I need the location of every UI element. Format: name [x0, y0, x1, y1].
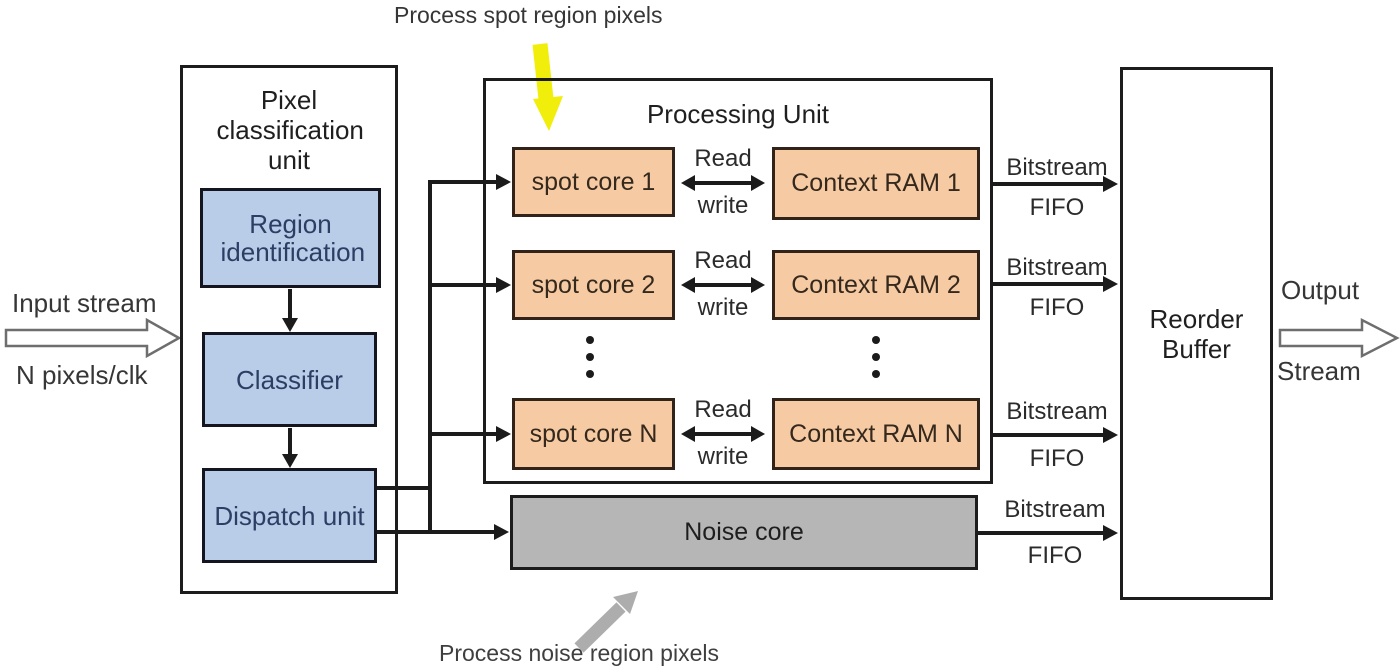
- region-identification-label: Region identification: [220, 209, 366, 267]
- read-write-arrow-row1: [681, 175, 765, 191]
- classifier-label: Classifier: [236, 364, 343, 395]
- read-label-row1: Read: [694, 145, 752, 172]
- bitstream-arrow-row1: [993, 176, 1118, 192]
- processing-unit-box: [483, 78, 993, 484]
- classifier-block: Classifier: [202, 332, 377, 427]
- dispatch-unit-label: Dispatch unit: [214, 500, 365, 531]
- processing-unit-title: Processing Unit: [646, 99, 830, 129]
- input-stream-arrow-icon: [4, 317, 182, 359]
- read-label-row2: Read: [694, 247, 752, 274]
- context-ram-2-label: Context RAM 2: [791, 270, 961, 299]
- fifo-label-row2: FIFO: [1029, 294, 1085, 321]
- pixel-classification-unit-box: [180, 65, 398, 594]
- read-write-arrow-row2: [681, 277, 765, 293]
- dot: [586, 353, 594, 361]
- output-label: Output: [1281, 275, 1360, 305]
- dot: [872, 370, 880, 378]
- context-ram-n-label: Context RAM N: [789, 419, 963, 448]
- bitstream-arrow-row2: [993, 276, 1118, 292]
- fifo-label-rowN: FIFO: [1029, 445, 1085, 472]
- spot-core-n-label: spot core N: [529, 419, 658, 448]
- spot-cores-ellipsis-dots: [586, 336, 594, 378]
- spot-core-1-label: spot core 1: [531, 167, 656, 196]
- dot: [586, 370, 594, 378]
- context-ram-2-block: Context RAM 2: [772, 250, 980, 320]
- region-to-classifier-arrow: [282, 289, 298, 332]
- input-rate-label: N pixels/clk: [16, 360, 148, 390]
- write-label-row1: write: [697, 192, 749, 219]
- context-ram-1-label: Context RAM 1: [791, 169, 961, 197]
- bitstream-label-row1: Bitstream: [1006, 154, 1108, 181]
- write-label-rowN: write: [697, 443, 749, 470]
- input-stream-label: Input stream: [12, 288, 157, 318]
- reorder-buffer-box: Reorder Buffer: [1120, 67, 1273, 600]
- bitstream-arrow-rowN: [993, 427, 1118, 443]
- context-rams-ellipsis-dots: [872, 336, 880, 378]
- bitstream-label-row2: Bitstream: [1006, 254, 1108, 281]
- dispatch-unit-block: Dispatch unit: [202, 468, 377, 563]
- output-stream-arrow-icon: [1278, 317, 1400, 359]
- dot: [872, 353, 880, 361]
- read-write-arrow-rowN: [681, 426, 765, 442]
- dot: [586, 336, 594, 344]
- region-identification-block: Region identification: [200, 188, 381, 288]
- noise-core-block: Noise core: [510, 495, 978, 570]
- fifo-label-row1: FIFO: [1029, 194, 1085, 221]
- process-spot-arrow-icon: [532, 43, 563, 131]
- pixel-classification-unit-title-text: Pixel classification unit: [216, 85, 364, 175]
- write-label-row2: write: [697, 294, 749, 321]
- spot-core-2-label: spot core 2: [531, 270, 656, 299]
- bitstream-label-noise: Bitstream: [1004, 496, 1106, 523]
- spot-core-n-block: spot core N: [512, 398, 675, 470]
- context-ram-1-block: Context RAM 1: [772, 147, 980, 220]
- classifier-to-dispatch-arrow: [282, 428, 298, 468]
- process-noise-arrow-icon: [574, 591, 638, 653]
- fifo-label-noise: FIFO: [1027, 542, 1083, 569]
- bitstream-label-rowN: Bitstream: [1006, 398, 1108, 425]
- noise-core-label: Noise core: [684, 518, 804, 546]
- spot-core-2-block: spot core 2: [512, 250, 675, 320]
- output-stream-label: Stream: [1277, 356, 1361, 386]
- bitstream-arrow-noise: [978, 525, 1118, 541]
- read-label-rowN: Read: [694, 396, 752, 423]
- context-ram-n-block: Context RAM N: [772, 398, 980, 470]
- spot-core-1-block: spot core 1: [512, 147, 675, 217]
- process-spot-label: Process spot region pixels: [394, 2, 663, 28]
- dot: [872, 336, 880, 344]
- pixel-classification-unit-title: Pixel classification unit: [180, 85, 398, 175]
- reorder-buffer-label: Reorder Buffer: [1149, 303, 1244, 364]
